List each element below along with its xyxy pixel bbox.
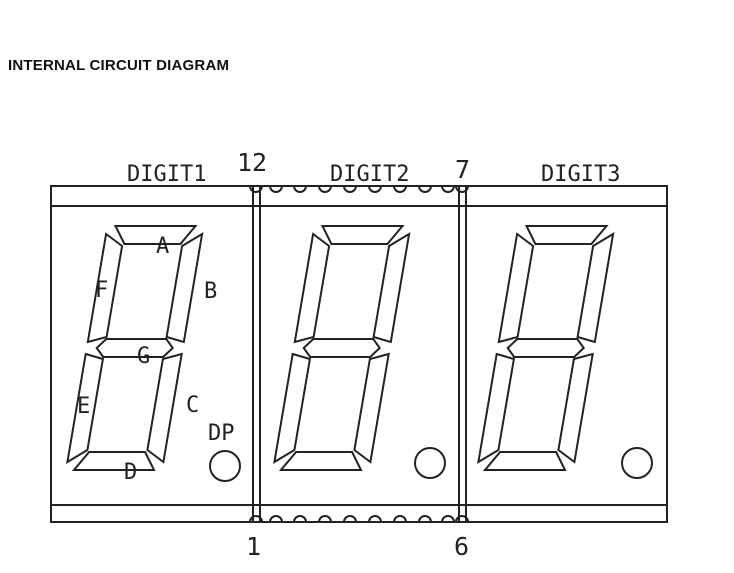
digit1-segment-a [113,225,198,245]
separator-left [252,186,261,522]
digit3-segment-f [497,232,535,344]
top-pin-notches [249,185,469,193]
bottom-pin-notch [293,515,307,523]
digit1-decimal-point [209,450,241,482]
digit2-segment-f [293,232,331,344]
separator-right [458,186,467,522]
digit3-label: DIGIT3 [541,162,620,187]
digit1-segment-e [66,352,105,464]
pin-6-label: 6 [454,532,469,561]
top-pin-notch [343,185,357,193]
top-pin-notch [269,185,283,193]
digit1-segment-c [146,352,183,464]
top-pin-notch [393,185,407,193]
bottom-pin-notch [368,515,382,523]
digit3-segment-a [524,225,609,245]
top-pin-notch [249,185,263,193]
segment-d-label: D [124,460,137,485]
digit3-segment-c [557,352,594,464]
digit1-segment-f [86,232,124,344]
bottom-pin-notch [249,515,263,523]
top-pin-notch [368,185,382,193]
digit2-segment-d [278,451,363,471]
digit2-decimal-point [414,447,446,479]
pin-12-label: 12 [237,148,267,177]
digit3-segments [477,225,653,479]
digit2-segment-g [302,338,382,358]
bottom-pin-notch [318,515,332,523]
bottom-pin-notch [418,515,432,523]
digit1-segment-d [71,451,156,471]
segment-e-label: E [77,394,90,419]
digit3-segment-b [576,232,615,344]
bottom-pin-notches [249,515,469,523]
digit2-segments [273,225,446,479]
segment-c-label: C [186,393,199,418]
bottom-pin-notch [269,515,283,523]
bottom-pin-notch [441,515,455,523]
digit1-segments [66,225,241,482]
digit2-segment-c [353,352,390,464]
top-pin-notch [318,185,332,193]
top-pin-notch [455,185,469,193]
top-pin-notch [418,185,432,193]
bottom-pin-notch [393,515,407,523]
digit2-window [259,205,460,506]
digit1-segment-g [95,338,175,358]
digit2-segment-e [273,352,312,464]
segment-a-label: A [156,234,169,259]
diagram-title: INTERNAL CIRCUIT DIAGRAM [8,57,230,74]
digit2-segment-b [372,232,411,344]
pin-7-label: 7 [455,155,470,184]
top-pin-notch [441,185,455,193]
digit2-label: DIGIT2 [330,162,409,187]
segment-f-label: F [95,278,108,303]
bottom-pin-notch [343,515,357,523]
bottom-pin-notch [455,515,469,523]
digit3-decimal-point [621,447,653,479]
top-pin-notch [293,185,307,193]
pin-1-label: 1 [246,532,261,561]
digit1-segment-b [165,232,204,344]
digit1-label: DIGIT1 [127,162,206,187]
digit3-segment-g [506,338,586,358]
segment-b-label: B [204,279,217,304]
digit2-segment-a [320,225,405,245]
digit3-segment-e [477,352,516,464]
segment-g-label: G [137,344,150,369]
segment-dp-label: DP [208,421,235,446]
digit3-segment-d [482,451,567,471]
display-outline [50,185,668,523]
